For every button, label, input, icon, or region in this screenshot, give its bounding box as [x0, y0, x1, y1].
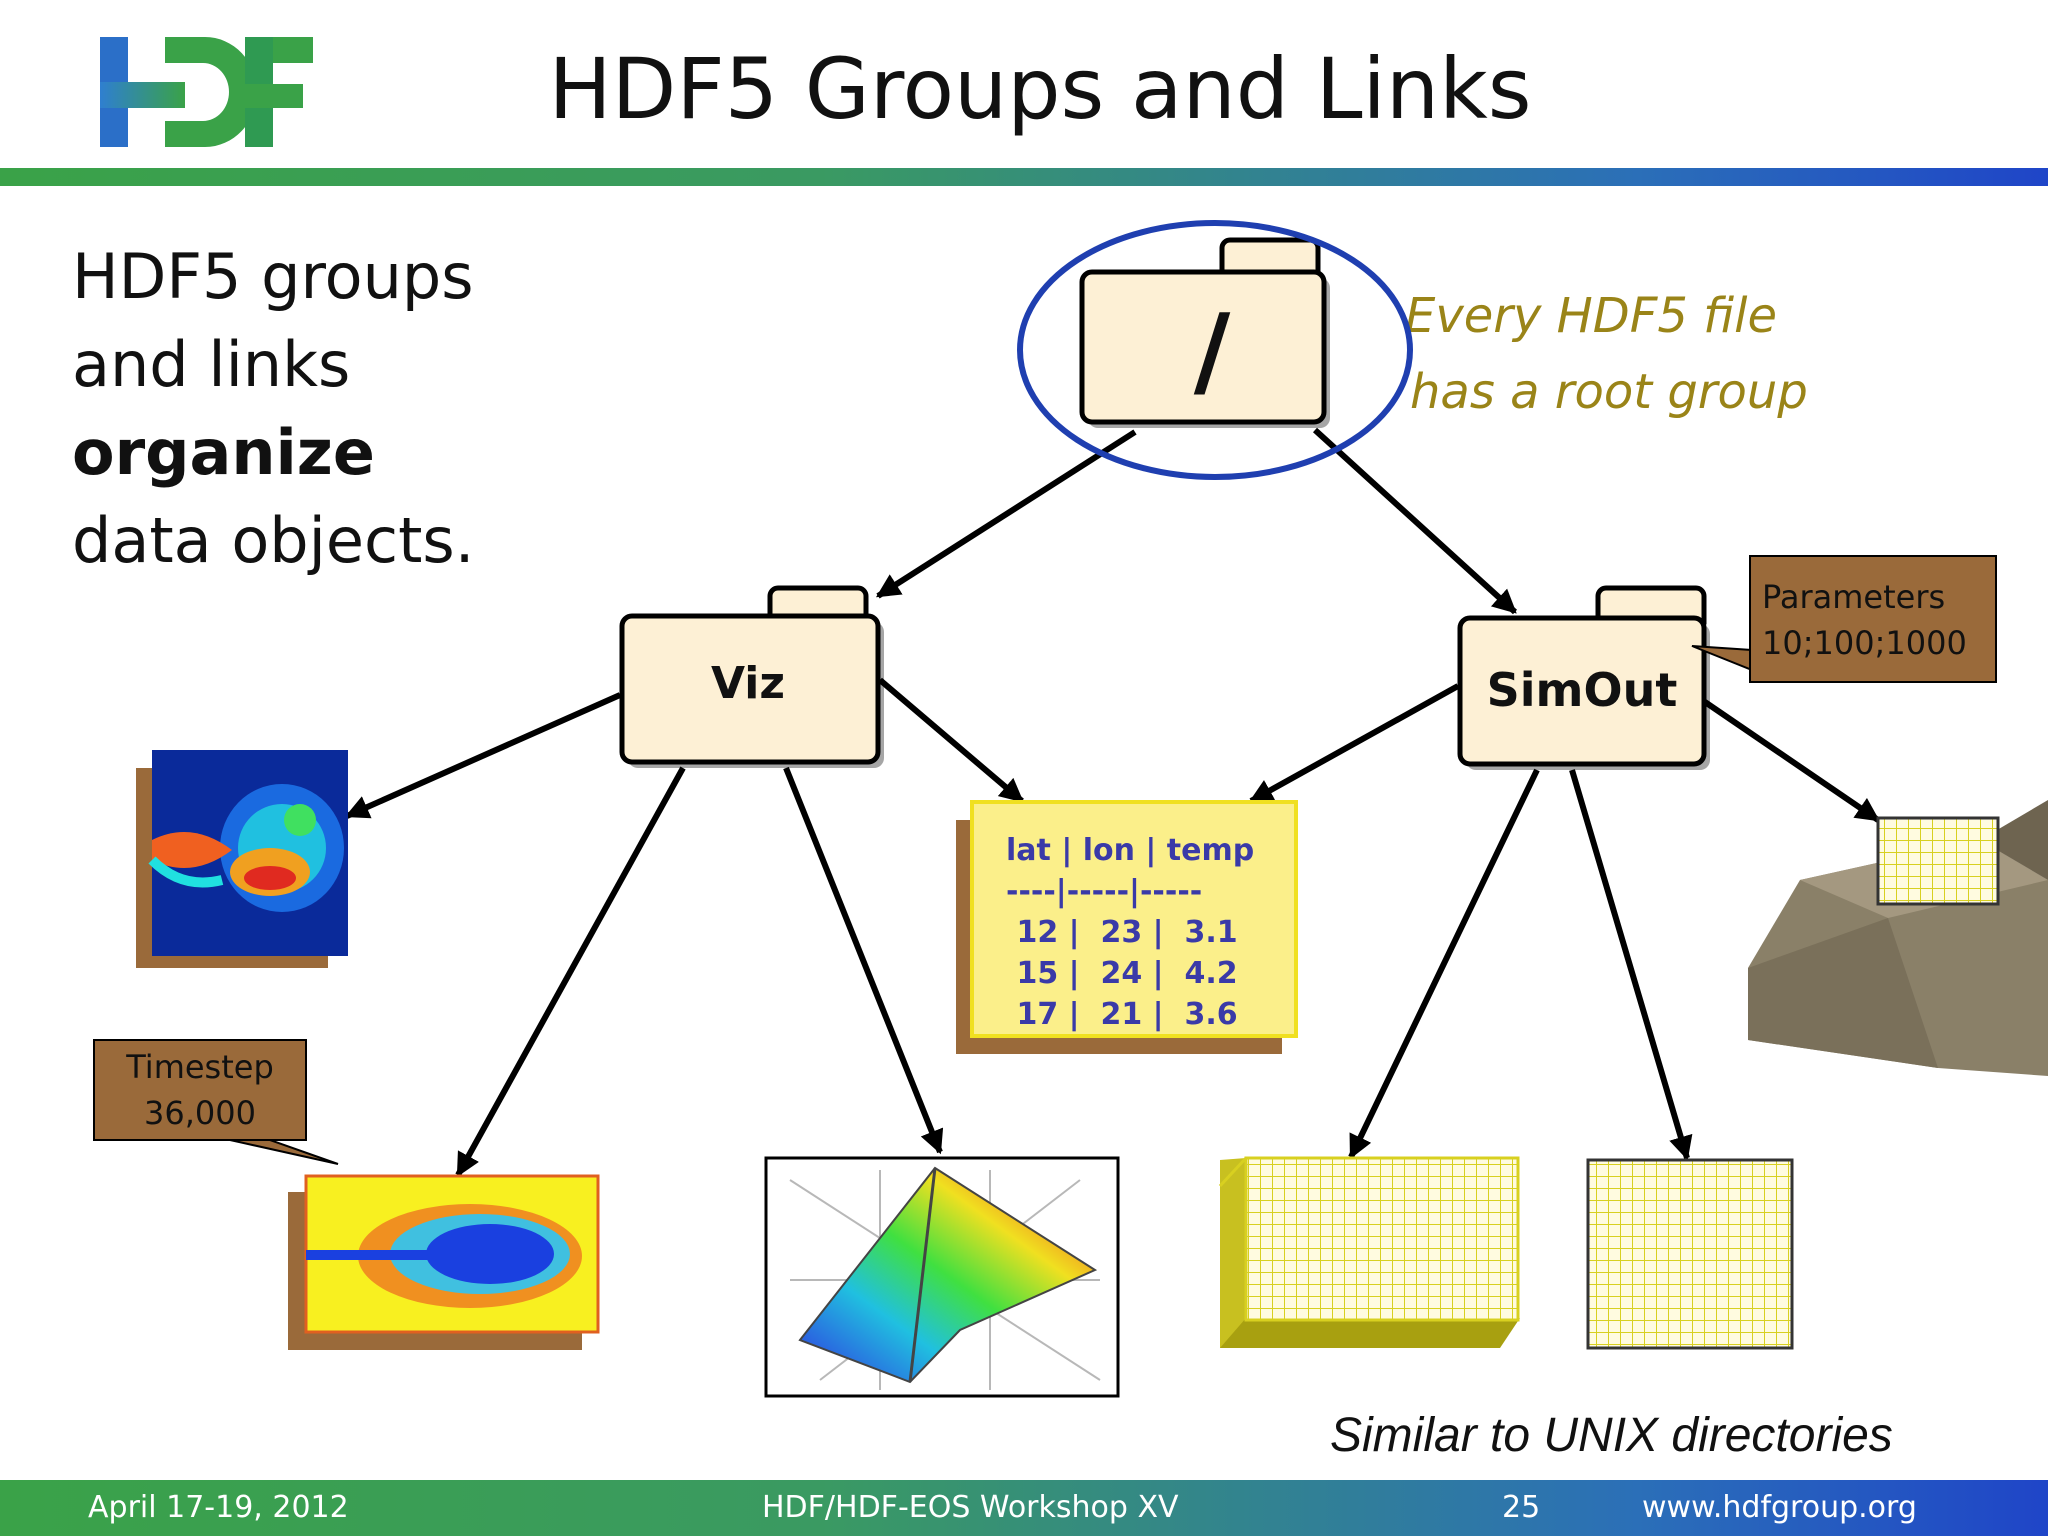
table-dataset-card	[970, 800, 1298, 1038]
intro-line-3: organize	[72, 416, 375, 489]
footer-bar: April 17-19, 2012 HDF/HDF-EOS Workshop X…	[0, 1480, 2048, 1536]
slide-title: HDF5 Groups and Links	[548, 40, 1532, 138]
intro-line-1: HDF5 groups	[72, 240, 474, 313]
footer-event: HDF/HDF-EOS Workshop XV	[762, 1490, 1179, 1525]
hdf-logo	[95, 32, 315, 150]
link-viz-to-image	[344, 692, 622, 819]
footer-date: April 17-19, 2012	[88, 1490, 349, 1525]
root-group-label: /	[1194, 292, 1231, 409]
root-group-folder: /	[1079, 237, 1330, 428]
parameters-note-line-2: 10;100;1000	[1762, 624, 1967, 662]
link-root-to-simout	[1312, 427, 1518, 615]
simout-group-folder: SimOut	[1457, 585, 1710, 770]
2d-grid-dataset	[1586, 1158, 1794, 1350]
link-root-to-viz	[875, 429, 1137, 599]
footer-page-number: 25	[1502, 1490, 1541, 1525]
3d-grid-dataset	[1218, 1156, 1520, 1348]
timestep-attribute-note	[93, 1039, 339, 1165]
footer-url[interactable]: www.hdfgroup.org	[1642, 1490, 1917, 1525]
viz-group-label: Viz	[711, 658, 785, 709]
viz-group-folder: Viz	[619, 585, 884, 768]
link-simout-to-2d-grid	[1569, 769, 1693, 1161]
title-divider-bar	[0, 168, 2048, 186]
link-viz-to-plume	[455, 766, 686, 1178]
timestep-note-line-1: Timestep	[126, 1048, 274, 1086]
root-group-callout-line-2: has a root group	[1410, 364, 1808, 420]
link-viz-to-surface	[783, 766, 944, 1155]
parameters-note-line-1: Parameters	[1762, 578, 1946, 616]
timestep-note-line-2: 36,000	[144, 1094, 256, 1132]
intro-line-4: data objects.	[72, 504, 475, 577]
unix-directories-note: Similar to UNIX directories	[1330, 1409, 1893, 1462]
link-simout-to-3d-grid	[1348, 768, 1540, 1160]
small-grid-dataset	[1876, 816, 2000, 906]
timestep-note-text: Timestep 36,000	[94, 1044, 306, 1136]
intro-text: HDF5 groups and links organize data obje…	[72, 240, 474, 592]
link-arrows	[344, 427, 1880, 1178]
intro-line-2: and links	[72, 328, 351, 401]
parameters-attribute-note	[1691, 555, 1997, 683]
link-simout-to-small-grid	[1703, 699, 1880, 823]
link-simout-to-table	[1248, 683, 1460, 804]
table-dataset-text: lat | lon | temp ----|-----|----- 12 | 2…	[1006, 833, 1255, 1032]
link-viz-to-table	[878, 677, 1024, 804]
simout-group-label: SimOut	[1487, 663, 1678, 717]
plume-image	[288, 1174, 600, 1350]
root-group-callout-line-1: Every HDF5 file	[1405, 288, 1777, 344]
hdf-logo-graphic	[100, 37, 313, 147]
parameters-note-text: Parameters 10;100;1000	[1762, 574, 1967, 666]
surface-plot-image	[764, 1156, 1120, 1398]
fluid-simulation-image	[136, 750, 348, 968]
root-highlight-ellipse	[1017, 220, 1413, 480]
